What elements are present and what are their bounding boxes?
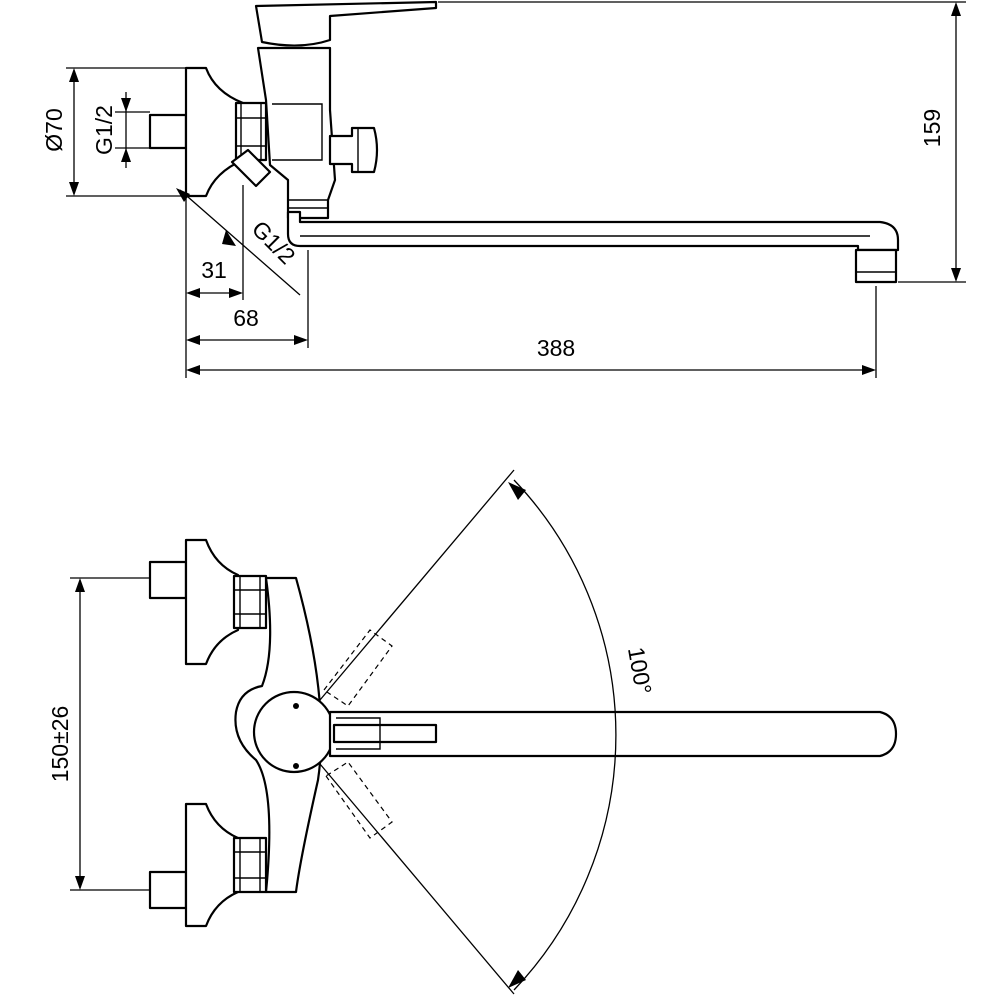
top-lower-hex-nut [232,836,268,894]
side-wall-flange [184,66,245,198]
top-lower-inlet-stub [148,870,188,910]
side-spout [286,210,900,252]
top-upper-wall-flange [184,538,240,666]
inlet-thread-label: G1/2 [91,105,117,155]
top-spout [328,710,898,758]
side-aerator [854,248,898,284]
top-view: 150±26 100° [47,469,898,995]
spout-swing-lower-ghost [325,761,393,839]
dim-68-label: 68 [233,305,259,331]
side-diverter-knob [328,126,379,174]
height-label: 159 [919,109,945,147]
side-mixer-body [256,46,337,220]
side-lever-handle [254,0,438,47]
side-view: Ø70 G1/2 G1/2 31 68 388 159 [41,0,966,378]
spout-reach-label: 388 [537,335,575,361]
inlet-spacing-label: 150±26 [47,706,73,783]
side-inlet-stub [148,113,188,150]
top-upper-inlet-stub [148,560,188,600]
top-lower-wall-flange [184,802,240,928]
dim-31-label: 31 [201,257,227,283]
side-angled-stub [230,148,272,188]
diameter-label: Ø70 [41,108,67,151]
swivel-angle-label: 100° [623,645,657,696]
top-lever-handle [332,723,438,744]
swivel-angle-arc [513,479,617,991]
top-upper-hex-nut [232,574,268,630]
spout-swing-upper-ghost [323,629,393,707]
